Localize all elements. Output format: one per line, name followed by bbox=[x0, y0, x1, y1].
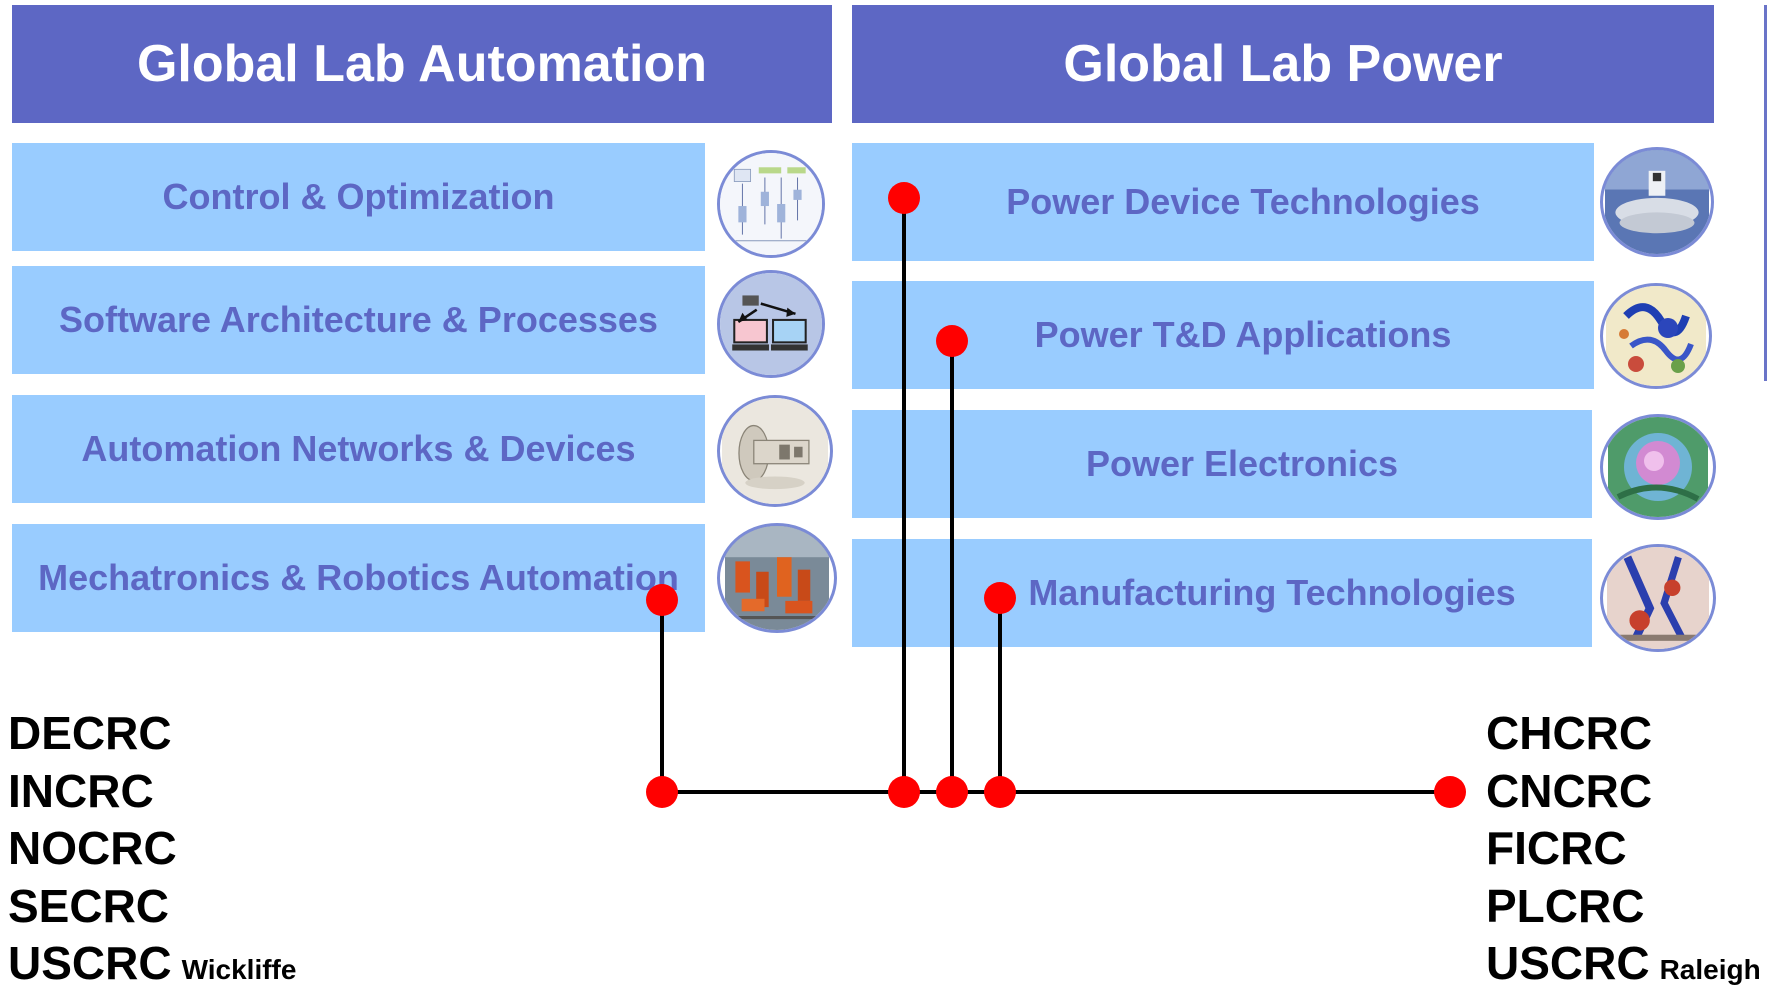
automation-lab-header: Global Lab Automation bbox=[12, 5, 832, 123]
area-mechatronics-robotics: Mechatronics & Robotics Automation bbox=[12, 524, 705, 632]
dot-power-device-bottom bbox=[888, 776, 920, 808]
site-item: CNCRC bbox=[1486, 764, 1653, 817]
site-location: Raleigh bbox=[1659, 954, 1761, 985]
site-location: Wickliffe bbox=[181, 954, 297, 985]
dot-right-end bbox=[1434, 776, 1466, 808]
area-power-electronics: Power Electronics bbox=[852, 410, 1592, 518]
area-manufacturing-technologies: Manufacturing Technologies bbox=[852, 539, 1592, 647]
site-item: DECRC bbox=[8, 707, 172, 759]
power-device-icon bbox=[1600, 147, 1714, 257]
area-software-architecture: Software Architecture & Processes bbox=[12, 266, 705, 374]
field-plot-icon bbox=[1600, 283, 1712, 389]
dot-power-td-bottom bbox=[936, 776, 968, 808]
site-item: SECRC bbox=[8, 879, 170, 932]
networked-computers-icon bbox=[717, 270, 825, 378]
area-control-optimization: Control & Optimization bbox=[12, 143, 705, 251]
site-item: INCRC bbox=[8, 764, 154, 817]
site-item: CHCRC bbox=[1486, 707, 1653, 759]
process-chart-icon bbox=[717, 150, 825, 258]
area-automation-networks: Automation Networks & Devices bbox=[12, 395, 705, 503]
site-item: PLCRC bbox=[1486, 879, 1645, 932]
edge-divider bbox=[1764, 5, 1767, 381]
site-item: NOCRC bbox=[8, 822, 177, 874]
area-power-td-applications: Power T&D Applications bbox=[852, 281, 1594, 389]
dot-mechatronics-bottom bbox=[646, 776, 678, 808]
industrial-robots-icon bbox=[717, 523, 837, 633]
dot-manufacturing-bottom bbox=[984, 776, 1016, 808]
manufacturing-icon bbox=[1600, 544, 1716, 652]
semiconductor-icon bbox=[1600, 414, 1716, 520]
site-item: FICRC bbox=[1486, 822, 1627, 874]
area-power-device-technologies: Power Device Technologies bbox=[852, 143, 1594, 261]
device-hardware-icon bbox=[717, 395, 833, 507]
power-lab-header: Global Lab Power bbox=[852, 5, 1714, 123]
